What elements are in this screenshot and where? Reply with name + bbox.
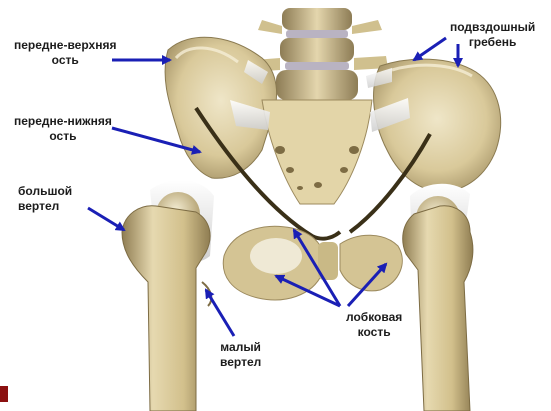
left-femur	[122, 192, 211, 411]
right-ilium	[374, 59, 501, 192]
arrow-iliac-crest-1	[414, 38, 446, 60]
arrow-greater-trochanter	[88, 208, 124, 230]
sacrum	[262, 100, 372, 204]
corner-mark	[0, 386, 8, 402]
arrow-lesser-trochanter	[206, 290, 234, 336]
right-femur	[403, 196, 473, 411]
left-ilium	[165, 37, 277, 178]
